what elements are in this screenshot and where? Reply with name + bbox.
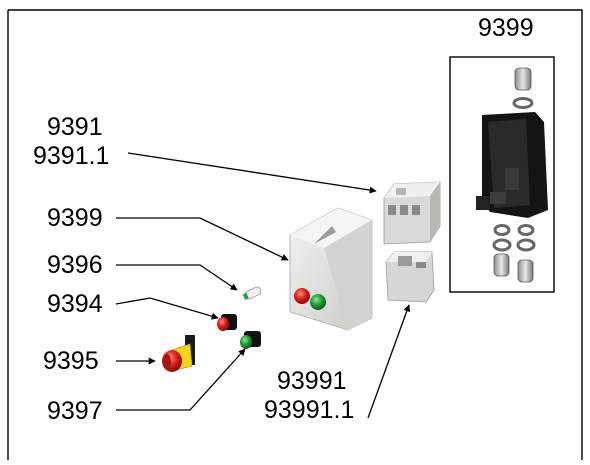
lamp-leader	[116, 264, 238, 291]
contactor-label-b: 9391.1	[33, 142, 109, 170]
red-push-button-part	[217, 314, 237, 331]
estop-label: 9395	[43, 347, 99, 375]
enclosure-label: 9399	[47, 204, 103, 232]
enclosure-red-button	[294, 288, 310, 304]
overload-relay-part	[385, 251, 435, 303]
red-button-label: 9394	[47, 290, 103, 318]
kit-label: 9399	[478, 14, 534, 42]
enclosure-green-button	[310, 294, 326, 310]
green-push-button-part	[240, 331, 261, 349]
contactor-leader	[127, 152, 377, 194]
enclosure-leader	[116, 217, 289, 261]
pilot-lamp-part	[242, 286, 262, 300]
green-button-label: 9397	[47, 397, 103, 425]
relay-label-a: 93991	[277, 367, 347, 395]
contactor-label-a: 9391	[47, 113, 103, 141]
relay-leader	[367, 304, 411, 419]
cable-gland-top	[512, 67, 534, 109]
relay-label-b: 93991.1	[264, 396, 354, 424]
green-button-leader	[116, 348, 246, 411]
lamp-label: 9396	[47, 251, 103, 279]
terminal-insert	[476, 112, 548, 218]
enclosure-part	[289, 207, 373, 331]
red-button-leader	[115, 297, 219, 320]
emergency-stop-part	[162, 335, 195, 372]
outer-frame	[7, 9, 583, 460]
contactor-part	[383, 181, 441, 245]
cable-gland-nuts-bottom	[492, 224, 536, 283]
